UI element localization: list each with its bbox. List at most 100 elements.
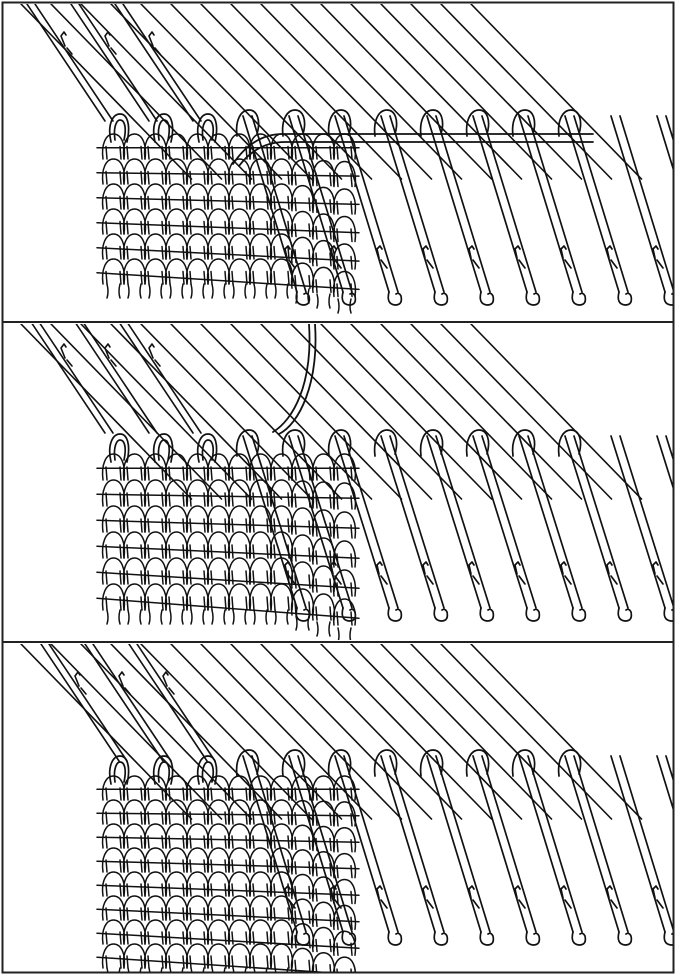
latch-icon [469,562,479,584]
stitch-leg [127,247,128,260]
stitch-leg [162,197,163,210]
stitch-leg [211,493,212,506]
stitch-leg [162,860,163,872]
stitch-leg [141,571,142,584]
stitch-leg [295,862,296,874]
stitch-leg [127,956,128,968]
stitch-leg [232,519,233,532]
stitch-leg [162,222,163,235]
yarn-fringe [212,968,225,972]
working-needle [283,430,356,621]
stitch-leg [225,247,226,260]
stitch-leg [330,607,331,620]
stitch-leg [204,932,205,944]
latch-icon [285,562,295,584]
stitch-leg [211,836,212,848]
stitch-leg [232,860,233,872]
panel-2-group [21,324,673,640]
stitch-leg [169,519,170,532]
latch-icon [653,562,663,584]
stitch-leg [295,837,296,849]
stitch-leg [316,551,317,564]
stitch-leg [330,839,331,851]
stitch-leg [225,172,226,185]
stitch-leg [204,860,205,872]
yarn-fringe [191,968,204,972]
stitch-leg [225,571,226,584]
needle-hook [618,608,631,621]
stitch-leg [141,272,142,285]
needle-hook [480,608,493,621]
stitch-leg [148,884,149,896]
stitch-leg [169,836,170,848]
panel-1-diagram [3,4,673,320]
yarn-fringe [170,968,183,972]
stitch-leg [295,521,296,534]
stitch-leg [190,860,191,872]
working-needle [513,750,586,945]
stitch-leg [225,197,226,210]
stitch-leg [330,940,331,952]
needle-stem [666,756,673,932]
stitch-leg [337,612,338,625]
yarn-fringe [212,284,225,298]
yarn-fringe [254,610,267,624]
stitch-leg [267,545,268,558]
yarn-fringe [107,284,120,298]
working-needle [467,430,540,621]
latch-needle-shaft [69,324,149,433]
stitch-leg [330,280,331,293]
working-needle [611,756,673,945]
stitch-leg [246,247,247,260]
stitch-leg [120,272,121,285]
stitch-leg [141,222,142,235]
stitch-leg [190,884,191,896]
needle-hook [480,932,493,945]
stitch-leg [309,960,310,972]
needle-hook [526,932,539,945]
stitch-leg [274,884,275,896]
yarn-fringe [149,284,162,298]
working-needle [657,116,673,305]
needle-stem [666,116,673,292]
needle-stem [666,436,673,608]
stitch-leg [253,197,254,210]
working-needle [559,110,632,305]
stitch-leg [120,956,121,968]
stitch-leg [267,272,268,285]
stitch-leg [225,519,226,532]
stitch-leg [246,493,247,506]
stitch-leg [183,836,184,848]
stitch-leg [211,597,212,610]
yarn-fringe [107,610,120,624]
stitch-leg [169,545,170,558]
stitch-leg [274,836,275,848]
needle-hook [618,932,631,945]
latch-needle-shaft [113,324,193,433]
working-needle [513,430,586,621]
stitch-leg [253,597,254,610]
working-needle [283,750,356,945]
stitch-leg [162,519,163,532]
working-needle [657,756,673,945]
latch-needle-shaft [47,644,127,761]
stitch-leg [253,172,254,185]
stitch-leg [309,250,310,263]
stitch-leg [211,272,212,285]
stitch-leg [309,575,310,588]
stitch-leg [232,908,233,920]
stitch-leg [274,812,275,824]
stitch-leg [253,956,254,968]
stitch-leg [204,493,205,506]
stitch-leg [351,202,352,215]
stitch-leg [267,222,268,235]
needle-stem [657,436,673,608]
stitch-leg [288,493,289,506]
yarn-fringe [191,610,204,624]
stitch-leg [190,272,191,285]
stitch-leg [309,198,310,211]
stitch-leg [330,965,331,972]
latch-needle-shaft [83,644,163,761]
yarn-fringe [128,610,141,624]
knitted-fabric [97,134,359,313]
